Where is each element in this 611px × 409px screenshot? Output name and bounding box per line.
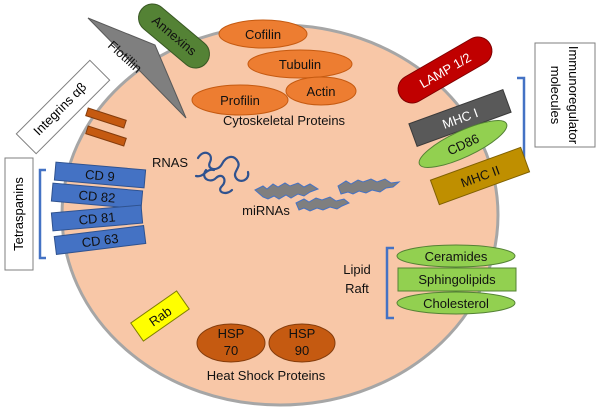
cd81-bar: CD 81 xyxy=(50,204,144,232)
actin-shape xyxy=(285,76,357,106)
hsp70-label-bottom: 70 xyxy=(224,343,238,358)
immunoregulator-callout: Immunoregulator molecules xyxy=(534,42,596,148)
cd86-shape: CD86 xyxy=(418,120,508,168)
hsp90-shape xyxy=(268,323,336,363)
integrin-bar-1 xyxy=(85,107,127,129)
hsp70-label-top: HSP xyxy=(218,326,245,341)
hsp90-label-bottom: 90 xyxy=(295,343,309,358)
mirna-strand-2-icon xyxy=(337,178,401,195)
rna-strand-icon xyxy=(194,151,250,195)
heat-shock-label: Heat Shock Proteins xyxy=(207,368,326,383)
cd63-label: CD 63 xyxy=(81,231,119,250)
lipid-raft-bracket xyxy=(385,246,394,320)
cd9-label: CD 9 xyxy=(85,167,116,185)
cd81-label: CD 81 xyxy=(78,209,116,227)
cd82-label: CD 82 xyxy=(78,187,116,205)
profilin-label: Profilin xyxy=(220,93,260,108)
sphingolipids-shape xyxy=(397,267,517,292)
integrin-bar-2 xyxy=(85,125,127,147)
tetraspanins-bracket xyxy=(38,168,46,260)
mirna-strand-3-icon xyxy=(295,196,350,212)
ceramides-label: Ceramides xyxy=(425,249,488,264)
mirnas-label: miRNAs xyxy=(242,203,290,218)
cytoskeletal-label: Cytoskeletal Proteins xyxy=(223,113,346,128)
tetraspanins-callout: Tetraspanins xyxy=(4,157,34,271)
sphingolipids-label: Sphingolipids xyxy=(418,272,496,287)
cholesterol-shape xyxy=(396,291,516,315)
ceramides-shape xyxy=(396,244,516,268)
cofilin-shape xyxy=(218,19,308,49)
cholesterol-label: Cholesterol xyxy=(423,296,489,311)
tubulin-shape xyxy=(247,49,353,79)
actin-label: Actin xyxy=(307,84,336,99)
immunoregulator-label-line2: molecules xyxy=(548,66,563,125)
cd63-bar: CD 63 xyxy=(53,225,147,255)
immunoregulator-label-line1: Immunoregulator xyxy=(566,46,581,145)
cd82-bar: CD 82 xyxy=(50,182,144,210)
tubulin-label: Tubulin xyxy=(279,57,321,72)
profilin-shape xyxy=(191,84,289,116)
tetraspanins-label: Tetraspanins xyxy=(11,177,26,251)
hsp70-shape xyxy=(196,323,266,363)
cofilin-label: Cofilin xyxy=(245,27,281,42)
rnas-label: RNAS xyxy=(152,155,188,170)
rab-shape: Rab xyxy=(130,290,190,342)
hsp90-label-top: HSP xyxy=(289,326,316,341)
lipid-raft-label-line1: Lipid xyxy=(343,262,370,277)
cd9-bar: CD 9 xyxy=(53,161,147,189)
lipid-raft-label-line2: Raft xyxy=(345,281,369,296)
mirna-strand-1-icon xyxy=(254,182,320,200)
